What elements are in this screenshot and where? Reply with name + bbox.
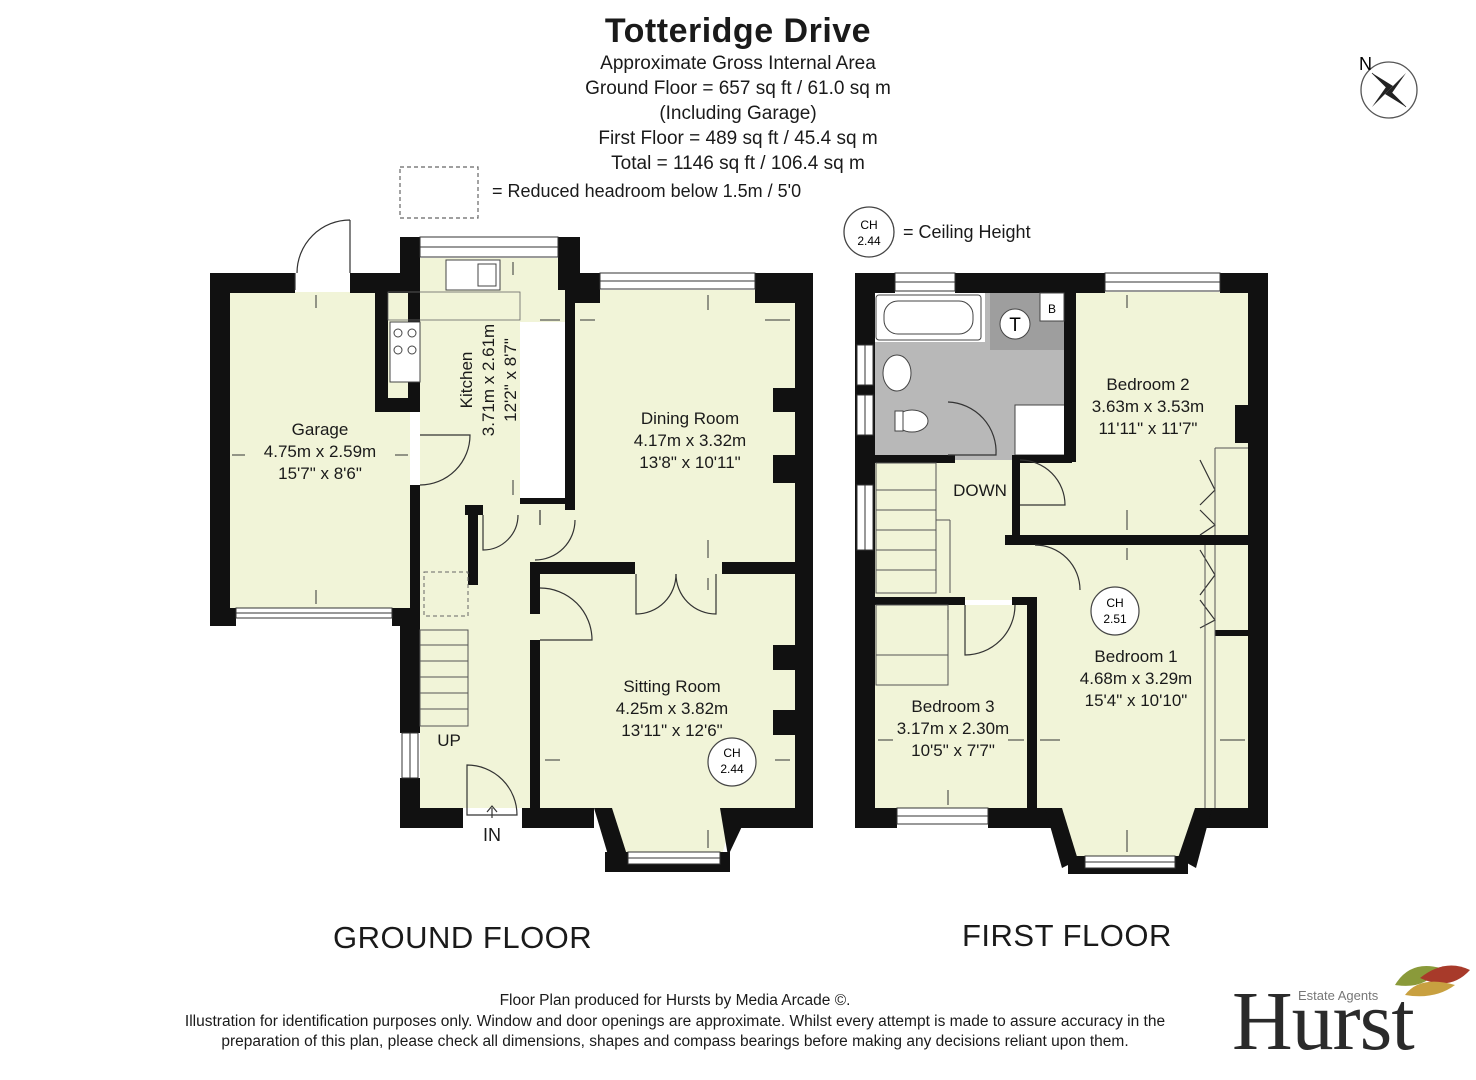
first-dimension-arrows bbox=[878, 295, 1245, 852]
basin-icon bbox=[882, 354, 912, 392]
tank-icon bbox=[999, 308, 1031, 340]
first-floor-area: First Floor = 489 sq ft / 45.4 sq m bbox=[598, 128, 878, 149]
bedroom-1-room bbox=[1035, 545, 1248, 860]
bedroom-3-imperial: 10'5" x 7'7" bbox=[911, 741, 995, 760]
bedroom-3-metric: 3.17m x 2.30m bbox=[897, 719, 1009, 738]
boiler-label: B bbox=[1048, 302, 1056, 316]
ground-floor-heading: GROUND FLOOR bbox=[333, 920, 593, 955]
stairs-up-label: UP bbox=[437, 731, 461, 750]
hob-icon bbox=[389, 321, 421, 383]
kitchen-label: Kitchen bbox=[457, 352, 476, 409]
dining-room-metric: 4.17m x 3.32m bbox=[634, 431, 746, 450]
ceiling-height-legend: = Ceiling Height bbox=[903, 222, 1031, 242]
ground-floor-area: Ground Floor = 657 sq ft / 61.0 sq m bbox=[585, 78, 891, 99]
reduced-headroom-legend: = Reduced headroom below 1.5m / 5'0 bbox=[492, 181, 802, 201]
garage-imperial: 15'7" x 8'6" bbox=[278, 464, 362, 483]
dining-room-label: Dining Room bbox=[641, 409, 739, 428]
plan-title: Totteridge Drive bbox=[604, 12, 872, 50]
svg-text:2.51: 2.51 bbox=[1103, 612, 1127, 626]
garage-label: Garage bbox=[292, 420, 349, 439]
svg-text:CH: CH bbox=[1106, 596, 1123, 610]
shower-tray-icon bbox=[1014, 404, 1066, 456]
ground-floor-plan: Garage 4.75m x 2.59m 15'7" x 8'6" Kitche… bbox=[210, 219, 813, 872]
kitchen-metric: 3.71m x 2.61m bbox=[479, 324, 498, 436]
first-floor-plan: B T bbox=[855, 272, 1268, 874]
sitting-room-label: Sitting Room bbox=[623, 677, 720, 696]
first-floor-heading: FIRST FLOOR bbox=[962, 918, 1172, 953]
kitchen-store bbox=[520, 322, 570, 502]
compass-north-label: N bbox=[1359, 54, 1372, 74]
boiler-icon bbox=[1039, 292, 1065, 322]
bedroom-2-label: Bedroom 2 bbox=[1106, 375, 1189, 394]
sitting-room-ceiling-height: CH 2.44 bbox=[707, 737, 757, 787]
bedroom-3-label: Bedroom 3 bbox=[911, 697, 994, 716]
first-floor-stairs bbox=[875, 462, 951, 594]
compass-icon: N bbox=[1359, 54, 1418, 119]
bedroom-1-imperial: 15'4" x 10'10" bbox=[1085, 691, 1188, 710]
ground-floor-walls bbox=[210, 237, 813, 872]
dining-room bbox=[575, 290, 795, 570]
landing-room bbox=[875, 460, 1035, 600]
tank-label: T bbox=[1009, 315, 1021, 336]
garage-metric: 4.75m x 2.59m bbox=[264, 442, 376, 461]
area-heading: Approximate Gross Internal Area bbox=[600, 53, 876, 74]
bedroom-2-imperial: 11'11" x 11'7" bbox=[1099, 419, 1198, 438]
sitting-room-imperial: 13'11" x 12'6" bbox=[621, 721, 722, 740]
reduced-headroom-symbol bbox=[399, 166, 479, 219]
dining-room-imperial: 13'8" x 10'11" bbox=[639, 453, 740, 472]
ceiling-height-symbol: CH 2.44 bbox=[843, 206, 895, 258]
bedroom-1-metric: 4.68m x 3.29m bbox=[1080, 669, 1192, 688]
ground-dimension-arrows bbox=[232, 262, 790, 848]
stairs-down-label: DOWN bbox=[953, 481, 1007, 500]
svg-text:CH: CH bbox=[723, 746, 740, 760]
entrance-arrow-icon bbox=[486, 805, 498, 818]
footer-credit: Floor Plan produced for Hursts by Media … bbox=[499, 992, 851, 1009]
total-area: Total = 1146 sq ft / 106.4 sq m bbox=[611, 153, 865, 174]
ground-stairs bbox=[419, 629, 469, 727]
footer-disclaimer-1: Illustration for identification purposes… bbox=[184, 1013, 1166, 1030]
svg-text:2.44: 2.44 bbox=[720, 762, 744, 776]
entrance-label: IN bbox=[483, 825, 501, 845]
hurst-logo: Hurst bbox=[1232, 975, 1415, 1068]
bedroom-2-metric: 3.63m x 3.53m bbox=[1092, 397, 1204, 416]
including-garage-note: (Including Garage) bbox=[659, 103, 817, 124]
svg-text:CH: CH bbox=[860, 218, 877, 232]
bedroom-1-label: Bedroom 1 bbox=[1094, 647, 1177, 666]
sitting-room-metric: 4.25m x 3.82m bbox=[616, 699, 728, 718]
svg-text:2.44: 2.44 bbox=[857, 234, 881, 248]
ground-floor-windows bbox=[235, 236, 756, 865]
bedroom-1-ceiling-height: CH 2.51 bbox=[1090, 586, 1140, 636]
hurst-leaf-logo-icon bbox=[1395, 965, 1470, 997]
bedroom-2-room bbox=[1020, 292, 1248, 535]
first-floor-windows bbox=[856, 272, 1221, 869]
kitchen-imperial: 12'2" x 8'7" bbox=[501, 338, 520, 422]
logo-tagline: Estate Agents bbox=[1298, 988, 1379, 1003]
footer-disclaimer-2: preparation of this plan, please check a… bbox=[221, 1033, 1129, 1050]
